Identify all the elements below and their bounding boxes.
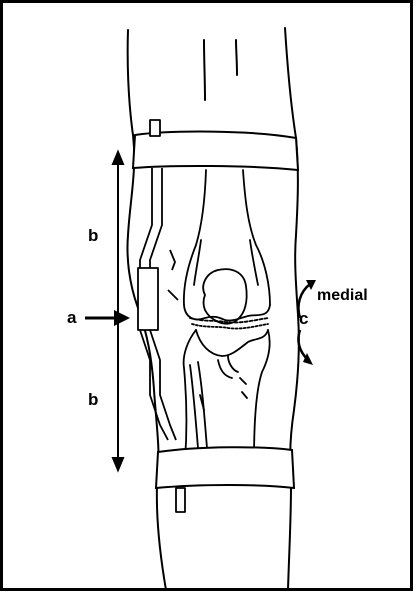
tibia — [196, 330, 268, 356]
label-medial: medial — [317, 287, 368, 304]
upper-strap — [133, 132, 298, 170]
fibula — [190, 365, 199, 460]
patella — [203, 269, 246, 323]
right-arrow-icon — [85, 310, 130, 326]
label-a: a — [67, 308, 77, 327]
label-b-upper: b — [88, 226, 98, 245]
label-b-lower: b — [88, 390, 98, 409]
label-c: c — [299, 309, 308, 328]
lower-strap — [156, 447, 294, 488]
knee-joint — [184, 170, 270, 460]
